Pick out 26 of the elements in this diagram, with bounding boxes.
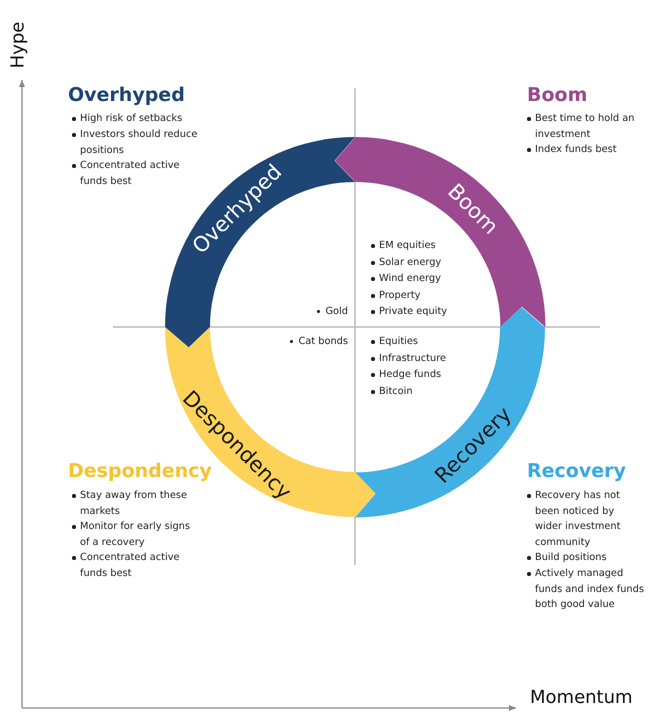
- bullet-item: Actively managed funds and index funds both good value: [535, 568, 644, 610]
- quadrant-heading: Boom: [527, 84, 588, 106]
- bullet-item: Concentrated active funds best: [80, 552, 180, 578]
- bullet-item: Best time to hold an investment: [535, 113, 634, 140]
- bullet-item: Property: [379, 290, 420, 301]
- axis-label: Momentum: [530, 687, 634, 709]
- bullet-item: Concentrated active funds best: [80, 160, 180, 186]
- bullet-item: Index funds best: [535, 144, 617, 155]
- bullet-item: Solar energy: [379, 257, 442, 268]
- bullet-item: Private equity: [379, 306, 448, 317]
- bullet-item: Bitcoin: [379, 386, 413, 397]
- bullet-item: Monitor for early signs of a recovery: [80, 521, 190, 548]
- bullet-item: Gold: [325, 306, 348, 317]
- bullet-item: Hedge funds: [379, 369, 442, 380]
- bullet-item: Cat bonds: [298, 336, 348, 347]
- bullet-item: EM equities: [379, 240, 436, 251]
- bullet-item: High risk of setbacks: [80, 113, 182, 124]
- bullet-item: Wind energy: [379, 273, 441, 284]
- bullet-item: Build positions: [535, 552, 607, 563]
- quadrant-heading: Overhyped: [68, 84, 186, 106]
- quadrant-heading: Recovery: [527, 460, 627, 482]
- bullet-item: Recovery has not been noticed by wider investment community: [535, 490, 620, 548]
- bullet-item: Investors should reduce positions: [80, 129, 198, 156]
- bullet-item: Infrastructure: [379, 353, 446, 364]
- axis-label: Hype: [6, 22, 29, 68]
- bullet-item: Equities: [379, 336, 418, 347]
